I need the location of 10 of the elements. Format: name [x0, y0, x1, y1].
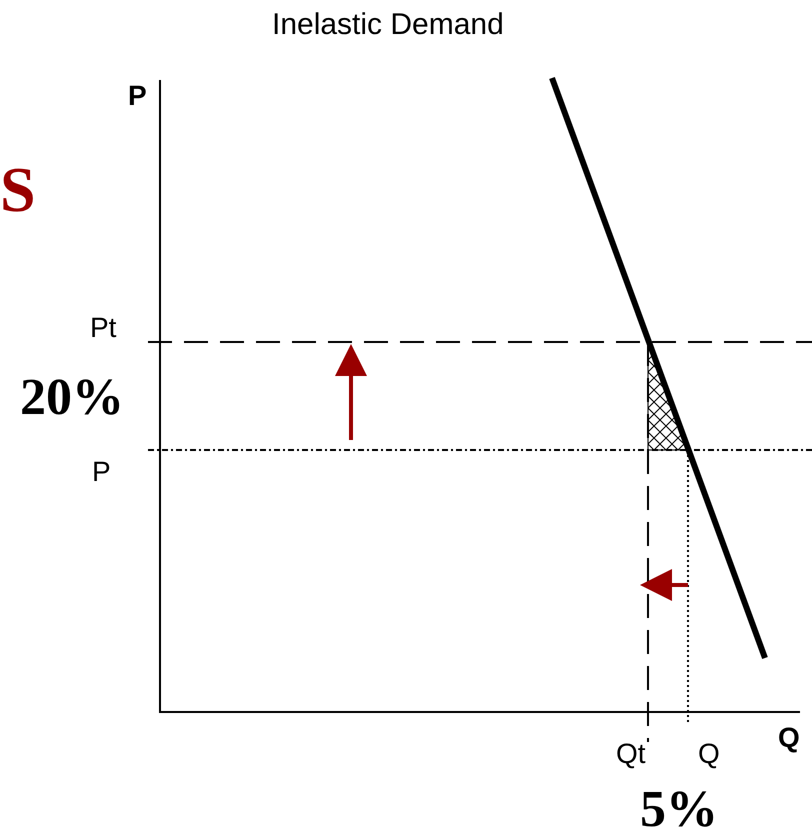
quantity-label: Qt	[616, 740, 646, 768]
axis-label: P	[128, 82, 147, 110]
price-label: Pt	[90, 314, 116, 342]
curve-label: S	[0, 158, 36, 222]
percent-label: 20%	[20, 372, 124, 424]
axis-label: Q	[778, 724, 800, 752]
price-label: P	[92, 458, 111, 486]
chart-title: Inelastic Demand	[272, 10, 504, 40]
percent-label: 5%	[640, 784, 718, 836]
quantity-label: Q	[698, 740, 720, 768]
